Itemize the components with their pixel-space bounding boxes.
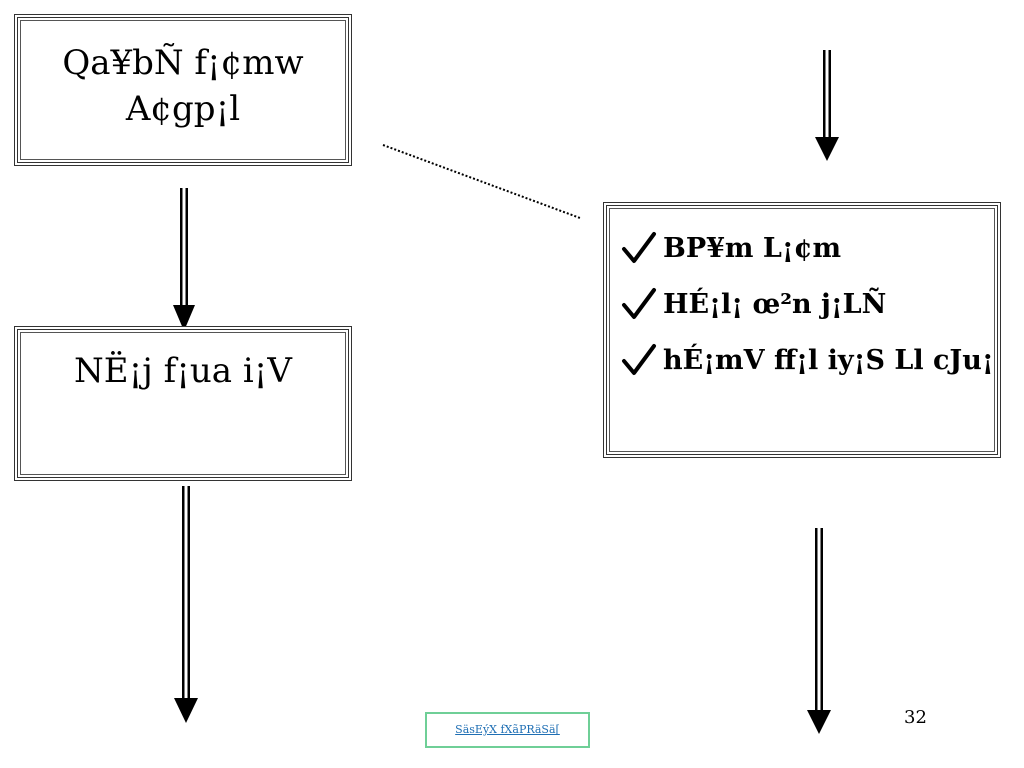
list-item-label: hÉ¡mV ff¡l iy¡S Ll cJu¡: [663, 344, 994, 376]
box-inner-border: [20, 332, 346, 475]
box-title-line2: A¢gp¡l: [125, 89, 241, 129]
list-item: hÉ¡mV ff¡l iy¡S Ll cJu¡: [621, 332, 994, 388]
process-box-start: Qa¥bÑ f¡¢mw A¢gp¡l: [14, 14, 352, 166]
list-item-label: BP¥m L¡¢m: [663, 232, 842, 264]
list-item: BP¥m L¡¢m: [621, 220, 994, 276]
arrow-down-icon: [807, 528, 831, 734]
arrow-down-icon: [173, 188, 195, 331]
arrow-down-icon: [174, 486, 198, 723]
box-title-line1: Qa¥bÑ f¡¢mw: [62, 43, 304, 83]
page-number: 32: [904, 707, 927, 728]
checklist: BP¥m L¡¢m HÉ¡l¡ œ²n j¡LÑ hÉ¡mV ff¡l iy¡S…: [621, 220, 994, 388]
checkmark-icon: [622, 344, 656, 375]
process-box-middle: NË¡j f¡ua i¡V: [14, 326, 352, 481]
footer-link-tag[interactable]: SäsEýX fXãPRäSä[: [425, 712, 590, 748]
dotted-connector: [382, 144, 581, 219]
box-title: NË¡j f¡ua i¡V: [74, 351, 292, 391]
arrow-down-icon: [815, 50, 839, 161]
checkmark-icon: [622, 288, 656, 319]
box-inner-border: [609, 208, 995, 452]
list-item: HÉ¡l¡ œ²n j¡LÑ: [621, 276, 994, 332]
checklist-box: BP¥m L¡¢m HÉ¡l¡ œ²n j¡LÑ hÉ¡mV ff¡l iy¡S…: [603, 202, 1001, 458]
checkmark-icon: [622, 232, 656, 263]
list-item-label: HÉ¡l¡ œ²n j¡LÑ: [663, 288, 887, 320]
box-inner-border: [20, 20, 346, 160]
